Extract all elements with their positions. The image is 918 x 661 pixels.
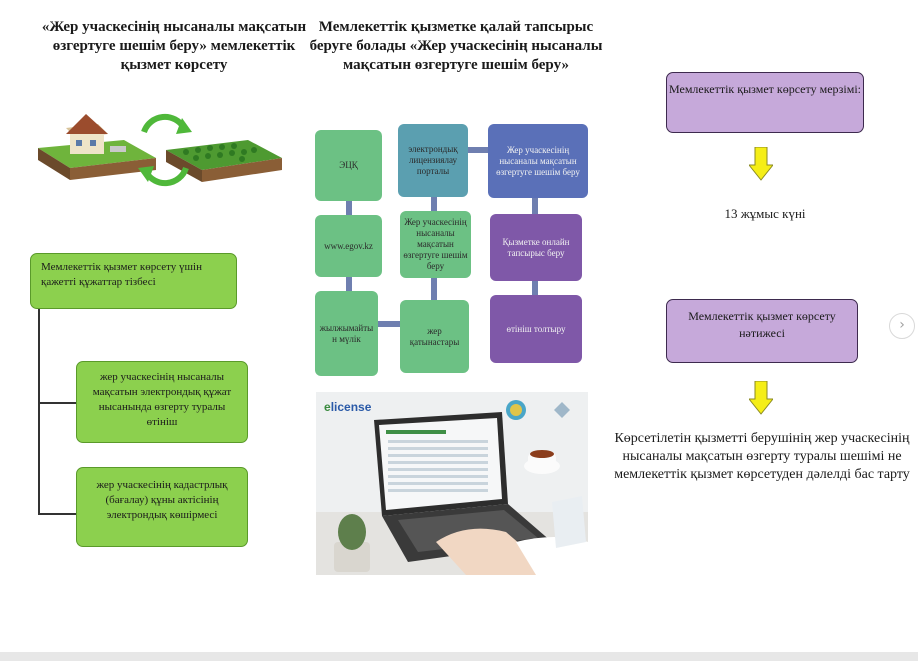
- down-arrow-icon: [749, 147, 773, 181]
- flow-connector: [346, 277, 352, 291]
- tile-land-relations: жер қатынастары: [400, 300, 469, 373]
- tile-service-name: Жер учаскесінің нысаналы мақсатын өзгерт…: [488, 124, 588, 198]
- bottom-strip: [0, 652, 918, 661]
- tree-line-branch-2: [38, 513, 76, 515]
- flow-connector: [532, 198, 538, 214]
- down-arrow-icon: [749, 381, 773, 415]
- tile-egov: www.egov.kz: [315, 215, 382, 277]
- tile-real-estate: жылжымайты н мүлік: [315, 291, 378, 376]
- flow-connector: [468, 147, 488, 153]
- required-documents-box: Мемлекеттік қызмет көрсету үшін қажетті …: [30, 253, 237, 309]
- elicense-logo: elicense: [324, 400, 371, 414]
- service-result-box: Мемлекеттік қызмет көрсету нәтижесі: [666, 299, 858, 363]
- tile-fill-application: өтініш толтыру: [490, 295, 582, 363]
- elicense-logo-prefix: e: [324, 400, 331, 414]
- land-change-illustration: [38, 113, 282, 187]
- tile-ecq: ЭЦҚ: [315, 130, 382, 201]
- tile-order-online: Қызметке онлайн тапсырыс беру: [490, 214, 582, 281]
- laptop-illustration: [316, 392, 588, 575]
- chevron-right-icon: ›: [899, 317, 905, 333]
- flow-connector: [378, 321, 400, 327]
- tile-service-center: Жер учаскесінің нысаналы мақсатын өзгерт…: [400, 211, 471, 278]
- flow-connector: [431, 197, 437, 211]
- how-to-order-title: Мемлекеттік қызметке қалай тапсырыс беру…: [309, 19, 603, 73]
- tile-license-portal: электрондық лицензиялау порталы: [398, 124, 468, 197]
- tree-line-branch-1: [38, 402, 76, 404]
- flow-connector: [431, 278, 437, 300]
- service-title: «Жер учаскесінің нысаналы мақсатын өзгер…: [41, 19, 307, 73]
- flow-connector: [532, 281, 538, 295]
- elicense-logo-text: license: [330, 400, 372, 414]
- service-result-description: Көрсетілетін қызметті берушінің жер учас…: [614, 431, 910, 482]
- doc-item-cadastral-copy: жер учаскесінің кадастрлық (бағалау) құн…: [76, 467, 248, 547]
- doc-item-application: жер учаскесінің нысаналы мақсатын электр…: [76, 361, 248, 443]
- next-slide-button[interactable]: ›: [889, 313, 915, 339]
- service-term-value: 13 жұмыс күні: [724, 206, 806, 221]
- flow-connector: [346, 201, 352, 215]
- tree-line-vertical: [38, 309, 40, 514]
- elicense-photo: elicense: [316, 392, 588, 575]
- service-term-box: Мемлекеттік қызмет көрсету мерзімі:: [666, 72, 864, 133]
